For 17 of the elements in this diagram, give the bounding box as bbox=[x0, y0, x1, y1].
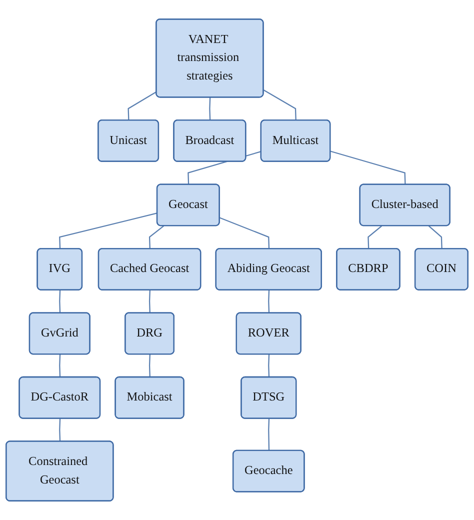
connector bbox=[268, 418, 270, 451]
connector bbox=[59, 290, 61, 314]
connector bbox=[268, 290, 270, 314]
connector bbox=[209, 97, 211, 120]
connector bbox=[128, 91, 157, 120]
connector bbox=[59, 418, 61, 442]
connector bbox=[148, 226, 164, 249]
connector bbox=[428, 226, 442, 249]
connector bbox=[148, 290, 150, 314]
connector bbox=[330, 150, 406, 185]
connector bbox=[368, 226, 382, 249]
connector bbox=[59, 212, 158, 249]
connector bbox=[220, 217, 270, 249]
connector bbox=[268, 354, 270, 378]
connector bbox=[263, 90, 296, 120]
connector bbox=[148, 354, 150, 378]
connector bbox=[59, 354, 61, 378]
